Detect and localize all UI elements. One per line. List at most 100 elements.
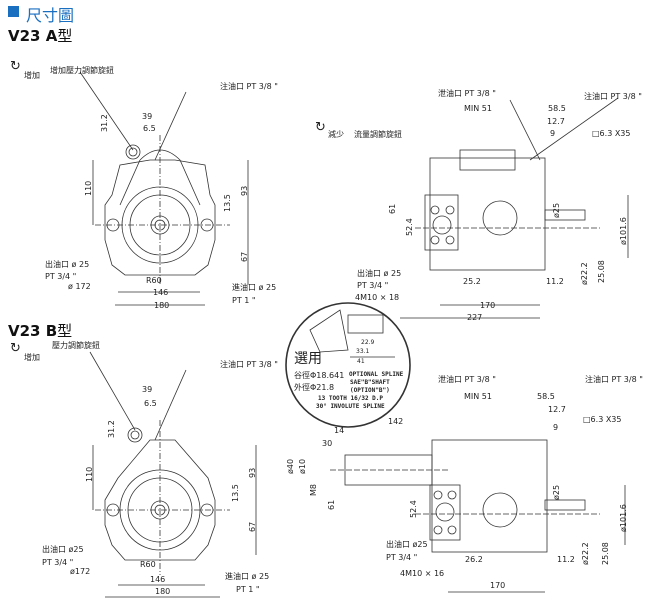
dim-9: 9 — [553, 423, 559, 432]
outlet-label: 出油口 ø 25 — [45, 260, 90, 269]
dim-58-5: 58.5 — [537, 392, 555, 401]
key-label: □6.3 X35 — [583, 415, 622, 424]
model-b-title: V23 B型 — [8, 322, 73, 340]
dim-52-4: 52.4 — [409, 500, 418, 518]
knob-label: 壓力調節旋鈕 — [52, 341, 100, 350]
dim-67: 67 — [240, 251, 249, 262]
drain-port-label: 泄油口 PT 3/8 " — [438, 375, 496, 384]
dim-25-2: 25.2 — [463, 277, 481, 286]
dim-r60: R60 — [140, 560, 156, 569]
dim-142: 142 — [388, 417, 404, 426]
dim-13-5: 13.5 — [223, 194, 232, 212]
dim-6-5: 6.5 — [143, 124, 156, 133]
drain-port-label: 泄油口 PT 3/8 " — [438, 89, 496, 98]
outlet-label: 出油口 ø25 — [42, 545, 84, 554]
dim-11-2: 11.2 — [557, 555, 575, 564]
spline-line2: SAE"B"SHAFT — [350, 379, 390, 386]
spline-title: 選用 — [294, 351, 322, 367]
dim-dia25: ø25 — [552, 202, 561, 218]
dim-93: 93 — [248, 467, 257, 478]
dim-170: 170 — [480, 301, 496, 310]
dim-30: 30 — [322, 439, 333, 448]
dim-9: 9 — [550, 129, 556, 138]
spline-line5: 30° INVOLUTE SPLINE — [316, 403, 385, 410]
dim-180: 180 — [155, 587, 171, 596]
spline-line3: (OPTION"B") — [350, 387, 390, 394]
dim-min51: MIN 51 — [464, 392, 492, 401]
dim-31-2: 31.2 — [107, 420, 116, 438]
spline-line1: OPTIONAL SPLINE — [349, 371, 404, 378]
dim-41: 41 — [357, 358, 365, 365]
dim-180: 180 — [154, 301, 170, 310]
dim-146: 146 — [153, 288, 169, 297]
spline-line4: 13 TOOTH 16/32 D.P — [318, 395, 384, 402]
outer-dia: 外徑Φ21.8 — [294, 383, 335, 392]
inlet-label: 進油口 ø 25 — [232, 283, 277, 292]
key-label: □6.3 X35 — [592, 129, 631, 138]
dim-110: 110 — [84, 180, 93, 196]
model-a-title: V23 A型 — [8, 27, 73, 45]
spline-detail — [285, 302, 411, 428]
header-square-icon — [8, 6, 19, 17]
dim-172: ø 172 — [68, 282, 91, 291]
dim-25-08: 25.08 — [601, 542, 610, 565]
dim-110: 110 — [85, 466, 94, 482]
dim-33-1: 33.1 — [356, 348, 370, 355]
dim-14: 14 — [334, 426, 345, 435]
model-a-front-view — [79, 71, 249, 306]
dim-r60: R60 — [146, 276, 162, 285]
knob-label: 增加壓力調節旋鈕 — [50, 66, 114, 75]
dim-25-08: 25.08 — [597, 260, 606, 283]
bolts-label: 4M10 × 18 — [355, 293, 400, 302]
dim-m8: M8 — [309, 484, 318, 496]
dim-6-5: 6.5 — [144, 399, 157, 408]
outlet-label: 出油口 ø25 — [386, 540, 428, 549]
model-a-side-view — [400, 97, 629, 319]
dim-11-2: 11.2 — [546, 277, 564, 286]
dim-26-2: 26.2 — [465, 555, 483, 564]
dim-31-2: 31.2 — [100, 114, 109, 132]
inlet-label: 進油口 ø 25 — [225, 572, 270, 581]
dim-67: 67 — [248, 521, 257, 532]
rotate-label: 增加 — [24, 353, 40, 362]
dim-dia22-2: ø22.2 — [581, 542, 590, 565]
fill-port-label: 注油口 PT 3/8 " — [220, 360, 278, 369]
dim-172: ø172 — [70, 567, 91, 576]
bolts-label: 4M10 × 16 — [400, 569, 445, 578]
dim-170: 170 — [490, 581, 506, 590]
page-title: 尺寸圖 — [26, 6, 75, 25]
dim-61: 61 — [388, 203, 397, 214]
dim-58-5: 58.5 — [548, 104, 566, 113]
outlet-pt-label: PT 3/4 " — [357, 281, 389, 290]
dim-dia25: ø25 — [552, 484, 561, 500]
outlet-label: 出油口 ø 25 — [357, 269, 402, 278]
knob-label: 流量調節旋鈕 — [354, 130, 402, 139]
dim-227: 227 — [467, 313, 483, 322]
dim-dia10: ø10 — [298, 458, 307, 474]
model-b-front-view — [89, 351, 257, 598]
rotate-increase-icon: ↻ — [10, 341, 21, 356]
outlet-pt-label: PT 3/4 " — [386, 553, 418, 562]
rotate-label: 減少 — [328, 130, 344, 139]
dim-12-7: 12.7 — [547, 117, 565, 126]
root-dia: 谷徑Φ18.641 — [294, 371, 345, 380]
dim-dia101-6: ø101.6 — [619, 504, 628, 532]
dim-12-7: 12.7 — [548, 405, 566, 414]
dim-dia22-2: ø22.2 — [580, 262, 589, 285]
model-b-side-view — [330, 439, 626, 593]
dim-61: 61 — [327, 499, 336, 510]
fill-port-label: 注油口 PT 3/8 " — [220, 82, 278, 91]
inlet-pt-label: PT 1 " — [236, 585, 260, 594]
dim-22-9: 22.9 — [361, 339, 375, 346]
rotate-decrease-icon: ↻ — [315, 120, 326, 135]
dim-39: 39 — [142, 385, 153, 394]
dim-dia40: ø40 — [286, 458, 295, 474]
dim-146: 146 — [150, 575, 166, 584]
outlet-pt-label: PT 3/4 " — [42, 558, 74, 567]
dim-dia101-6: ø101.6 — [619, 217, 628, 245]
fill-port-label: 注油口 PT 3/8 " — [585, 375, 643, 384]
fill-port-label: 注油口 PT 3/8 " — [584, 92, 642, 101]
inlet-pt-label: PT 1 " — [232, 296, 256, 305]
